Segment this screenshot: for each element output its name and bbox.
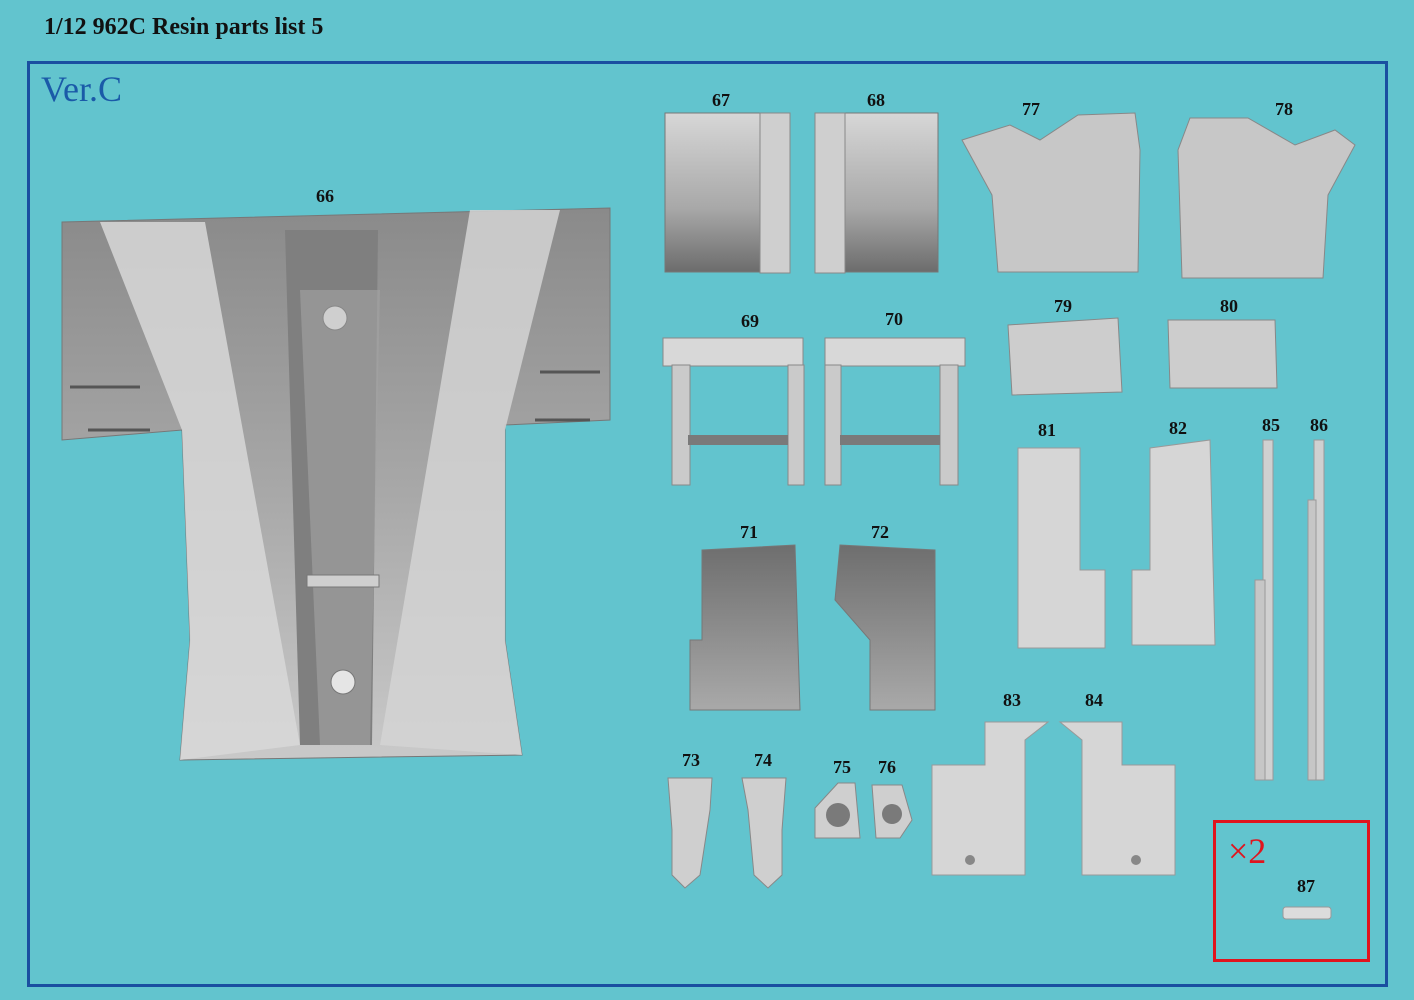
part-label-66: 66 — [316, 186, 334, 206]
part-87-tab — [1282, 906, 1332, 920]
part-label-69: 69 — [741, 311, 759, 331]
part-72-side-duct — [834, 544, 936, 711]
part-label-78: 78 — [1275, 99, 1293, 119]
part-label-84: 84 — [1085, 690, 1103, 710]
part-67-duct — [664, 112, 791, 274]
part-label-87: 87 — [1297, 876, 1315, 896]
part-label-71: 71 — [740, 522, 758, 542]
version-label: Ver.C — [41, 69, 122, 109]
quantity-note: ×2 — [1228, 831, 1267, 871]
part-80-plate — [1167, 319, 1278, 389]
part-label-67: 67 — [712, 90, 730, 110]
part-label-74: 74 — [754, 750, 772, 770]
part-69-frame — [662, 337, 805, 486]
part-76-bracket — [871, 784, 913, 839]
part-79-plate — [1007, 317, 1123, 396]
part-label-82: 82 — [1169, 418, 1187, 438]
part-label-70: 70 — [885, 309, 903, 329]
part-label-77: 77 — [1022, 99, 1040, 119]
part-66-undertray — [61, 207, 611, 761]
part-68-duct — [814, 112, 939, 274]
part-label-75: 75 — [833, 757, 851, 777]
part-84-panel — [1058, 721, 1176, 876]
part-77-cowl — [961, 112, 1141, 273]
parts-frame — [27, 61, 1388, 987]
part-70-frame — [824, 337, 966, 486]
part-label-86: 86 — [1310, 415, 1328, 435]
part-label-79: 79 — [1054, 296, 1072, 316]
part-73-mount — [667, 777, 713, 889]
part-label-85: 85 — [1262, 415, 1280, 435]
part-82-panel — [1131, 439, 1216, 646]
part-86-rail — [1307, 439, 1325, 781]
part-label-73: 73 — [682, 750, 700, 770]
part-83-panel — [931, 721, 1050, 876]
part-label-72: 72 — [871, 522, 889, 542]
part-label-83: 83 — [1003, 690, 1021, 710]
part-75-bracket — [814, 782, 861, 839]
part-71-side-duct — [689, 544, 801, 711]
quantity-box — [1213, 820, 1370, 962]
part-label-81: 81 — [1038, 420, 1056, 440]
part-78-cowl — [1177, 117, 1356, 279]
part-74-mount — [741, 777, 787, 889]
part-85-rail — [1254, 439, 1274, 781]
part-label-80: 80 — [1220, 296, 1238, 316]
part-label-68: 68 — [867, 90, 885, 110]
page-title: 1/12 962C Resin parts list 5 — [44, 14, 324, 40]
part-81-panel — [1017, 447, 1106, 649]
part-label-76: 76 — [878, 757, 896, 777]
